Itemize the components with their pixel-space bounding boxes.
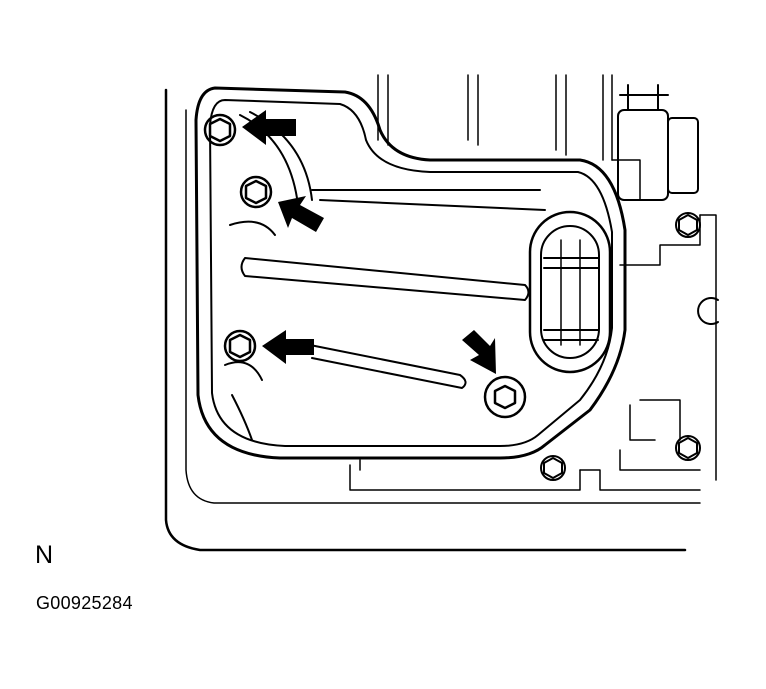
housing-inner-lip [185,109,701,504]
bolt-unindicated-lower-right [675,435,701,461]
arrow-to-bolt-upper-middle [278,196,324,232]
arrow-to-bolt-lower-right [462,330,496,374]
bolt-unindicated-bottom [540,455,566,481]
clip-ring [697,297,719,325]
strainer-inner-edge [209,99,613,447]
housing-outline [164,88,687,552]
bolt-upper-left [203,113,237,147]
view-marker-label: N [35,541,54,569]
arrow-to-bolt-upper-left [242,110,296,145]
arrow-to-bolt-lower-left [262,330,314,364]
strainer-surface-details [224,111,546,441]
bolt-upper-middle [239,175,273,209]
solenoid-connector [617,84,699,201]
figure-code-label: G00925284 [36,593,133,613]
suction-port [528,210,612,374]
bolt-lower-right [483,375,527,419]
bolt-lower-left [223,329,257,363]
strainer-outer-edge [194,86,627,460]
bolt-unindicated-right [675,212,701,238]
valve-body-background [349,74,717,491]
